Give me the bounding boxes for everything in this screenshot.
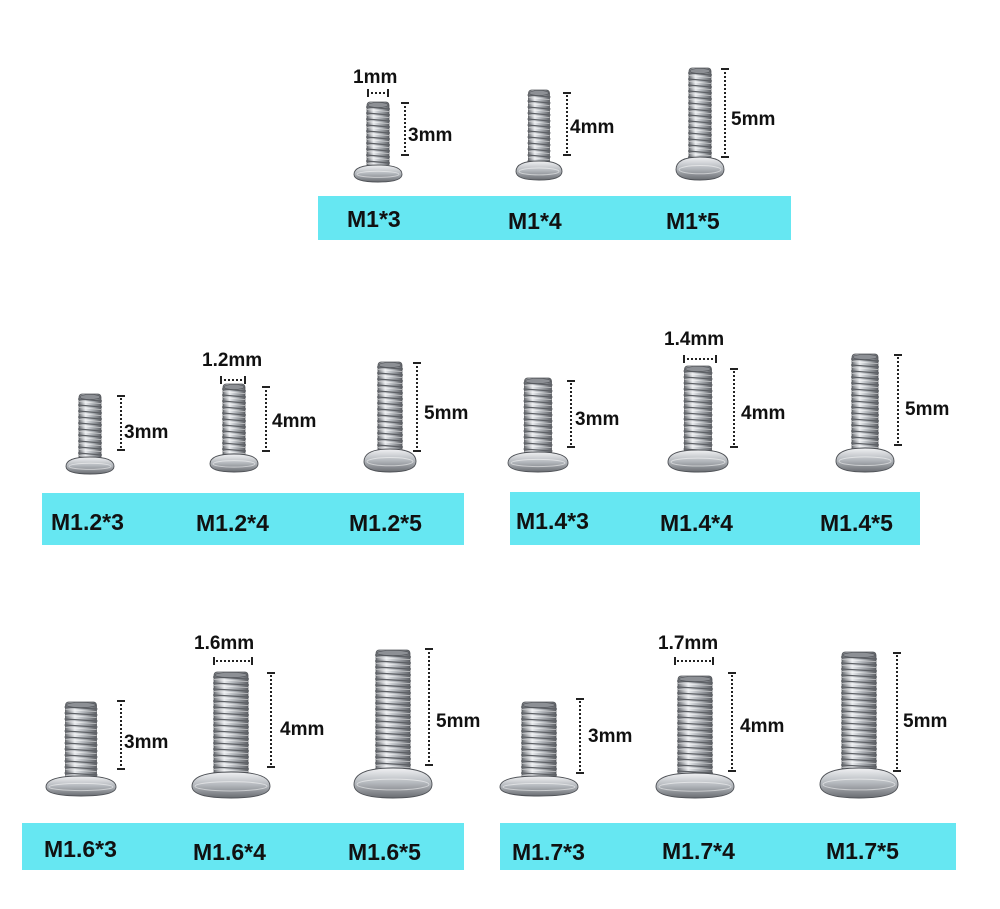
size-label-m16-5: M1.6*5 [348, 839, 421, 865]
diameter-marker-m12 [220, 376, 246, 384]
length-label-m1-5: 5mm [731, 109, 776, 130]
length-marker-m14-4 [730, 368, 738, 448]
size-label-m14-3: M1.4*3 [516, 508, 589, 534]
length-marker-m16-3 [117, 700, 125, 770]
length-label-m14-4: 4mm [741, 403, 786, 424]
length-marker-m17-5 [893, 652, 901, 772]
diameter-label-m17: 1.7mm [658, 633, 719, 654]
length-marker-m14-3 [567, 380, 575, 448]
screw-image-m12-3 [65, 393, 115, 475]
length-marker-m1-5 [721, 68, 729, 158]
diameter-marker-m17 [674, 657, 714, 665]
label-bar-m17 [500, 823, 956, 870]
diameter-label-m16: 1.6mm [194, 633, 255, 654]
size-label-m17-4: M1.7*4 [662, 838, 735, 864]
screw-image-m16-4 [191, 671, 271, 799]
length-label-m14-3: 3mm [575, 409, 620, 430]
size-label-m14-4: M1.4*4 [660, 510, 733, 536]
diameter-marker-m16 [213, 657, 253, 665]
size-label-m12-4: M1.2*4 [196, 510, 269, 536]
length-label-m1-3: 3mm [408, 125, 453, 146]
screw-image-m14-4 [667, 365, 729, 473]
screw-image-m1-4 [515, 89, 563, 181]
size-label-m16-3: M1.6*3 [44, 836, 117, 862]
length-label-m12-5: 5mm [424, 403, 469, 424]
screw-image-m17-5 [819, 651, 899, 799]
screw-image-m17-4 [655, 675, 735, 799]
size-label-m12-3: M1.2*3 [51, 509, 124, 535]
length-label-m17-3: 3mm [588, 726, 633, 747]
length-marker-m16-4 [267, 672, 275, 768]
screw-image-m12-4 [209, 383, 259, 473]
size-label-m1-3: M1*3 [347, 206, 401, 232]
length-label-m17-4: 4mm [740, 716, 785, 737]
screw-image-m16-5 [353, 649, 433, 799]
screw-image-m14-3 [507, 377, 569, 473]
label-bar-m12 [42, 493, 464, 545]
length-marker-m1-4 [563, 92, 571, 156]
size-label-m14-5: M1.4*5 [820, 510, 893, 536]
diameter-marker-m14 [683, 355, 717, 363]
length-label-m16-5: 5mm [436, 711, 481, 732]
length-label-m16-4: 4mm [280, 719, 325, 740]
length-label-m12-4: 4mm [272, 411, 317, 432]
length-marker-m16-5 [425, 648, 433, 766]
screw-image-m14-5 [835, 353, 895, 473]
diameter-label-m14: 1.4mm [664, 329, 725, 350]
label-bar-m14 [510, 492, 920, 545]
screw-image-m12-5 [363, 361, 417, 473]
diameter-label-m12: 1.2mm [202, 350, 263, 371]
screw-image-m17-3 [499, 701, 579, 797]
screw-image-m1-5 [675, 67, 725, 181]
length-label-m17-5: 5mm [903, 711, 948, 732]
length-marker-m17-3 [576, 698, 584, 774]
length-marker-m12-5 [413, 362, 421, 452]
screw-image-m16-3 [45, 701, 117, 797]
length-label-m14-5: 5mm [905, 399, 950, 420]
size-label-m16-4: M1.6*4 [193, 839, 266, 865]
length-marker-m14-5 [894, 354, 902, 446]
size-label-m17-5: M1.7*5 [826, 838, 899, 864]
size-label-m1-4: M1*4 [508, 208, 562, 234]
size-label-m17-3: M1.7*3 [512, 839, 585, 865]
diameter-label-m1: 1mm [353, 67, 398, 88]
diameter-marker-m1 [367, 89, 389, 97]
screw-image-m1-3 [353, 101, 403, 183]
label-bar-m16 [22, 823, 464, 870]
length-label-m1-4: 4mm [570, 117, 615, 138]
size-label-m12-5: M1.2*5 [349, 510, 422, 536]
length-marker-m17-4 [728, 672, 736, 772]
length-marker-m1-3 [401, 102, 409, 156]
length-label-m12-3: 3mm [124, 422, 169, 443]
length-marker-m12-4 [262, 386, 270, 452]
length-marker-m12-3 [117, 395, 125, 451]
length-label-m16-3: 3mm [124, 732, 169, 753]
label-bar-m1 [318, 196, 791, 240]
size-label-m1-5: M1*5 [666, 208, 720, 234]
